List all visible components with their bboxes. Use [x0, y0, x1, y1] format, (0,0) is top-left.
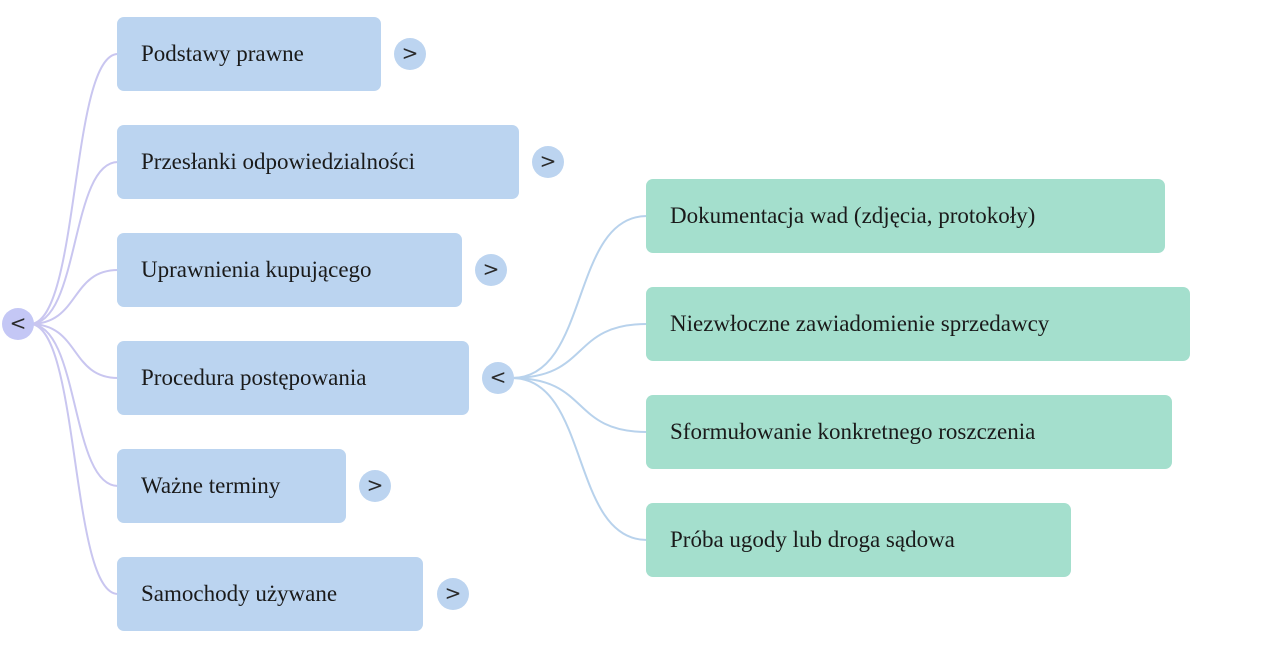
- branch-samochody-uzywane[interactable]: Samochody używane: [117, 557, 423, 631]
- collapse-toggle-procedura-postepowania[interactable]: <: [482, 362, 514, 394]
- branch-uprawnienia-kupujacego[interactable]: Uprawnienia kupującego: [117, 233, 462, 307]
- expand-toggle-uprawnienia-kupujacego[interactable]: >: [475, 254, 507, 286]
- branch-wazne-terminy[interactable]: Ważne terminy: [117, 449, 346, 523]
- expand-toggle-podstawy-prawne[interactable]: >: [394, 38, 426, 70]
- child-proba-ugody[interactable]: Próba ugody lub droga sądowa: [646, 503, 1071, 577]
- connector-root-to-branch-4: [29, 323, 119, 379]
- child-dokumentacja-wad[interactable]: Dokumentacja wad (zdjęcia, protokoły): [646, 179, 1165, 253]
- child-sformulowanie-roszczenia[interactable]: Sformułowanie konkretnego roszczenia: [646, 395, 1172, 469]
- connector-branch-4-to-child-2: [511, 323, 648, 379]
- connector-root-to-branch-3: [29, 269, 119, 325]
- expand-toggle-wazne-terminy[interactable]: >: [359, 470, 391, 502]
- connector-root-to-branch-5: [29, 323, 119, 487]
- connector-branch-4-to-child-3: [511, 377, 648, 433]
- expand-toggle-samochody-uzywane[interactable]: >: [437, 578, 469, 610]
- connector-branch-4-to-child-1: [511, 215, 648, 379]
- branch-procedura-postepowania[interactable]: Procedura postępowania: [117, 341, 469, 415]
- connector-root-to-branch-2: [29, 161, 119, 325]
- connector-branch-4-to-child-4: [511, 377, 648, 541]
- branch-przeslanki-odpowiedzialnosci[interactable]: Przesłanki odpowiedzialności: [117, 125, 519, 199]
- child-niezwloczne-zawiadomienie[interactable]: Niezwłoczne zawiadomienie sprzedawcy: [646, 287, 1190, 361]
- root-collapse-toggle[interactable]: <: [2, 308, 34, 340]
- connector-root-to-branch-1: [29, 53, 119, 325]
- branch-podstawy-prawne[interactable]: Podstawy prawne: [117, 17, 381, 91]
- expand-toggle-przeslanki-odpowiedzialnosci[interactable]: >: [532, 146, 564, 178]
- connector-root-to-branch-6: [29, 323, 119, 595]
